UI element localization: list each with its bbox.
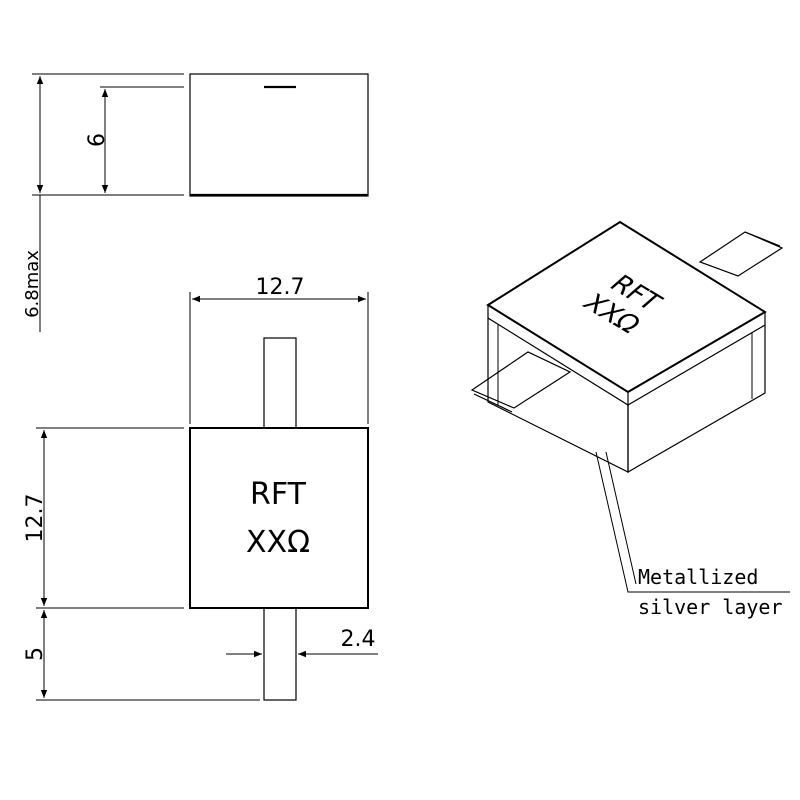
iso-view: RFT XXΩ Metallized silver layer [470,220,790,619]
dim-label-length: 12.7 [23,494,48,543]
iso-silver-layer-left [487,305,629,407]
iso-front-tab [470,351,572,409]
top-marking-line2: XXΩ [246,525,310,560]
dim-label-width: 12.7 [256,275,305,300]
iso-back-tab-edge [744,231,781,247]
side-view-body [189,73,369,197]
callout-line2: silver layer [638,595,783,619]
iso-back-tab [698,231,784,277]
iso-front-tab-edge [473,393,513,413]
dim-label-tab-width: 2.4 [341,627,376,652]
top-marking-line1: RFT [250,477,307,512]
callout-leader [595,451,790,593]
callout-line1: Metallized [638,565,758,589]
dim-label-total: 6.8max [22,250,43,318]
iso-right-face [627,325,766,474]
dim-label-height: 6 [85,133,110,147]
side-view: 6 6.8max [22,73,369,332]
bottom-tab [263,607,297,701]
top-tab [263,337,297,429]
dim-label-tab: 5 [23,647,48,661]
callout-leader-2 [605,451,637,585]
top-view: RFT XXΩ 12.7 12.7 5 2.4 [23,275,378,701]
top-view-body [189,427,369,609]
